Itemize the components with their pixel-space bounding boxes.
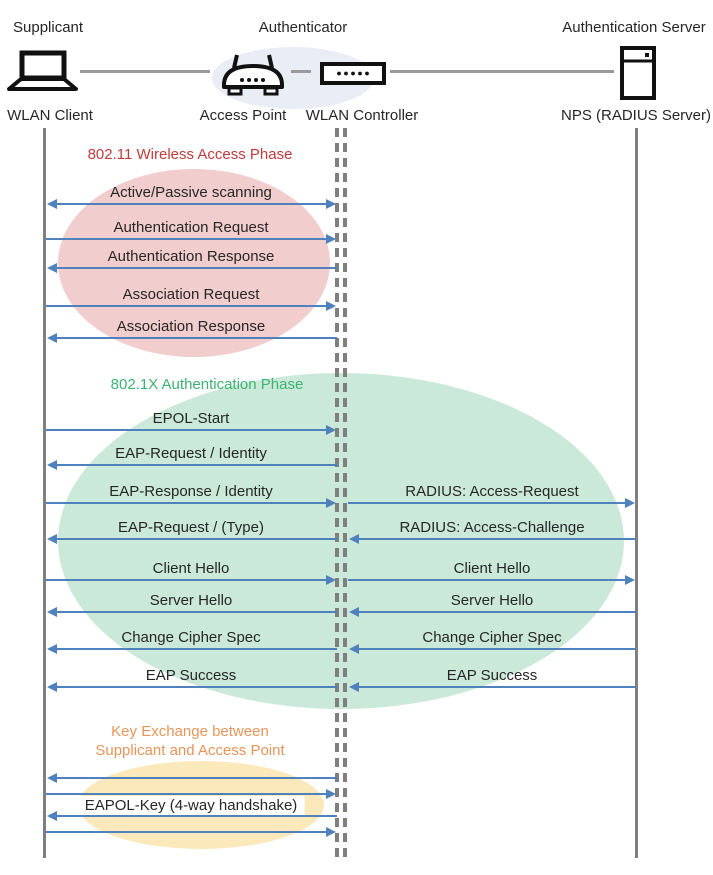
message-arrow [47,773,337,783]
role-label-authenticator: Authenticator [258,19,348,36]
message-label: Server Hello [450,592,534,609]
phase1-title: 802.11 Wireless Access Phase [87,146,293,163]
arrowhead-right [326,425,336,435]
wlan-controller-lifeline-dash-2 [343,128,347,858]
arrowhead-left [47,682,57,692]
message-label: Authentication Request [113,219,269,236]
message-arrow [46,789,336,799]
phase2-ellipse [58,373,624,709]
message-arrow [349,644,636,654]
arrowhead-left [349,534,359,544]
arrowhead-right [326,498,336,508]
message-label: EAP Success [145,667,237,684]
server-icon [619,46,657,100]
header-connector [80,70,210,73]
message-arrow [348,575,635,585]
message-label: Server Hello [149,592,233,609]
arrowhead-left [47,263,57,273]
message-label: Change Cipher Spec [422,629,562,646]
wlan-client-lifeline [43,128,46,858]
message-label: Client Hello [453,560,531,577]
arrowhead-left [47,607,57,617]
wlan-controller-lifeline-dash-1 [335,128,339,858]
message-label: Active/Passive scanning [110,184,272,201]
message-label: EAPOL-Key (4-way handshake) [77,796,305,815]
message-label: Client Hello [152,560,230,577]
phase3-title-line1: Key Exchange between [111,723,269,740]
message-arrow [46,498,336,508]
message-arrow [47,682,337,692]
header-connector [390,70,614,73]
access-point-icon [219,50,287,98]
message-label: EAP-Request / Identity [115,445,267,462]
arrowhead-right [326,575,336,585]
arrowhead-right [625,575,635,585]
wlan-controller-icon [320,62,386,85]
message-arrow [47,607,337,617]
message-label: RADIUS: Access-Challenge [399,519,585,536]
message-arrow [349,682,636,692]
message-arrow [349,534,636,544]
message-label: EAP-Response / Identity [109,483,273,500]
message-arrow [47,263,337,273]
arrowhead-left [349,682,359,692]
phase2-title: 802.1X Authentication Phase [110,376,304,393]
message-label: Authentication Response [107,248,275,265]
role-label-authentication-server: Authentication Server [562,19,706,36]
device-label-wlan-client: WLAN Client [7,107,93,124]
message-label: EAP-Request / (Type) [118,519,264,536]
device-label-wlan-controller: WLAN Controller [305,107,419,124]
message-arrow [47,333,337,343]
message-arrow [46,234,336,244]
phase1-ellipse [58,169,330,357]
arrowhead-right [625,498,635,508]
message-arrow [47,199,336,209]
arrowhead-left [47,773,57,783]
arrowhead-left [349,644,359,654]
device-label-nps: NPS (RADIUS Server) [560,107,712,124]
arrowhead-right [326,301,336,311]
phase3-title-line2: Supplicant and Access Point [95,742,285,759]
arrowhead-right [326,827,336,837]
arrowhead-left [47,644,57,654]
arrowhead-left [349,607,359,617]
message-label: Association Request [122,286,260,303]
message-label: Association Response [116,318,266,335]
message-arrow [46,575,336,585]
message-label: EPOL-Start [152,410,230,427]
arrowhead-left [47,534,57,544]
header-connector [291,70,311,73]
arrowhead-left [47,199,57,209]
arrowhead-left [47,460,57,470]
nps-lifeline [635,128,638,858]
laptop-icon [6,50,78,92]
device-label-access-point: Access Point [199,107,287,124]
role-label-supplicant: Supplicant [13,19,84,36]
phase3-title: Key Exchange between Supplicant and Acce… [95,722,284,760]
message-arrow [47,811,337,821]
arrowhead-left [47,333,57,343]
message-arrow [349,607,636,617]
message-label: RADIUS: Access-Request [405,483,579,500]
message-label: Change Cipher Spec [121,629,261,646]
arrowhead-right [326,789,336,799]
message-arrow [47,644,337,654]
message-arrow [46,301,336,311]
arrowhead-right [326,199,336,209]
arrowhead-right [326,234,336,244]
message-arrow [47,460,337,470]
message-label: EAP Success [446,667,538,684]
message-arrow [47,534,337,544]
message-arrow [46,425,336,435]
message-arrow [348,498,635,508]
arrowhead-left [47,811,57,821]
message-arrow [46,827,336,837]
